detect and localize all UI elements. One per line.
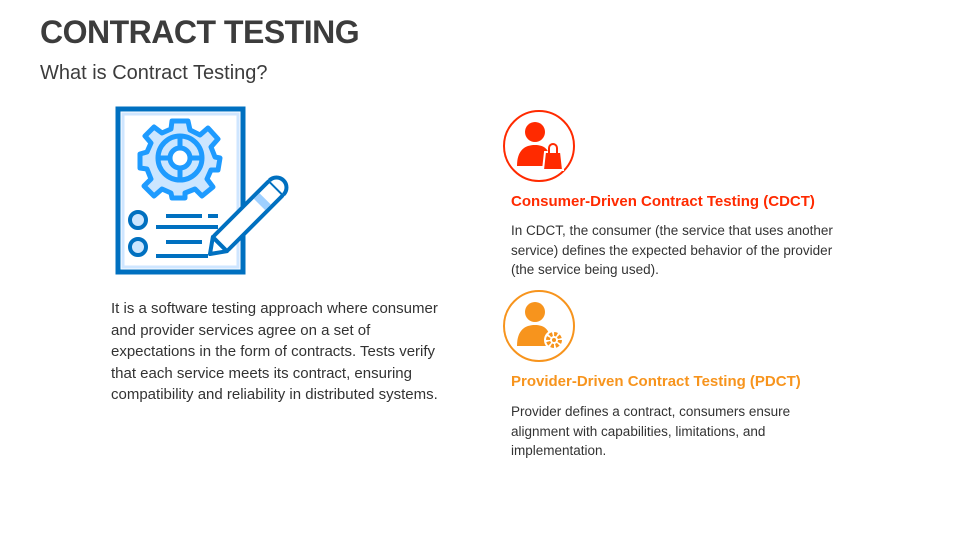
- slide-subtitle: What is Contract Testing?: [40, 62, 268, 84]
- provider-icon-circle: [503, 290, 575, 362]
- consumer-icon-circle: [503, 110, 575, 182]
- cdct-heading: Consumer-Driven Contract Testing (CDCT): [511, 193, 815, 210]
- consumer-shopping-bag-icon: [517, 122, 565, 171]
- cdct-description: In CDCT, the consumer (the service that …: [511, 223, 833, 277]
- intro-paragraph: It is a software testing approach where …: [111, 300, 438, 403]
- contract-document-icon: [115, 106, 289, 275]
- provider-gear-icon: [517, 302, 564, 350]
- pdct-heading: Provider-Driven Contract Testing (PDCT): [511, 373, 801, 390]
- pdct-description: Provider defines a contract, consumers e…: [511, 404, 791, 458]
- slide-title: CONTRACT TESTING: [40, 14, 360, 50]
